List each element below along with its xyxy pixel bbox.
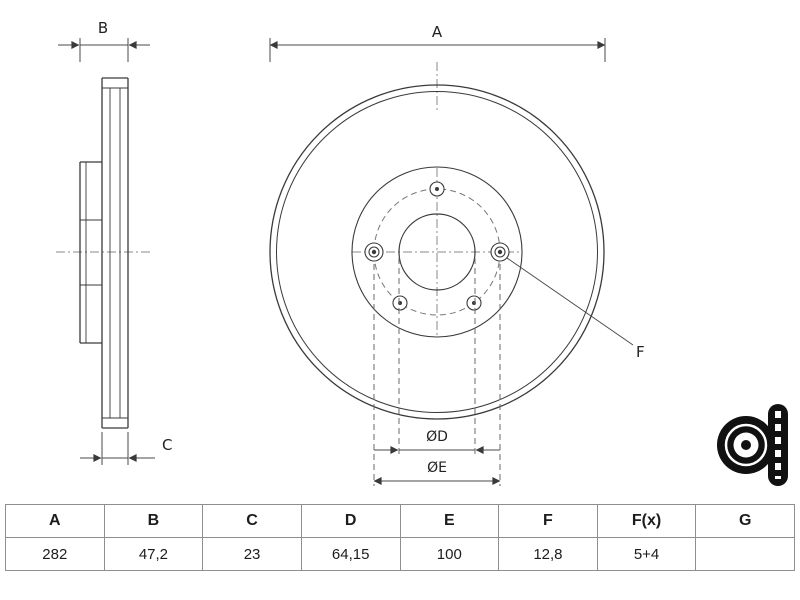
bolt-hole-bottom-right <box>466 295 482 311</box>
table-header-fx: F(x) <box>596 504 697 538</box>
table-value-c: 23 <box>202 537 302 571</box>
icon-center-bore <box>741 440 751 450</box>
table-header-c: C <box>202 504 302 538</box>
dimension-e: ØE <box>373 264 501 486</box>
bolt-hole-bottom-left <box>392 295 408 311</box>
leader-line-f <box>506 257 634 346</box>
centerlines <box>56 62 522 338</box>
table-header-f: F <box>498 504 598 538</box>
dim-label-c: C <box>162 436 172 454</box>
bolt-hole-right <box>490 242 510 262</box>
technical-drawing: A B C ØD <box>56 19 788 486</box>
dimension-b: B <box>58 19 150 62</box>
table-value-fx: 5+4 <box>596 537 697 571</box>
bolt-holes <box>364 181 510 311</box>
dim-label-a: A <box>432 23 443 41</box>
dimension-table: A B C D E F F(x) G 282 47,2 23 64,15 100… <box>5 504 795 571</box>
outer-diameter-circle <box>269 84 605 420</box>
icon-vented-edge <box>768 404 788 486</box>
table-value-b: 47,2 <box>103 537 204 571</box>
dimension-a: A <box>269 23 606 62</box>
table-value-a: 282 <box>5 537 105 571</box>
table-header-e: E <box>399 504 500 538</box>
table-header-row: A B C D E F F(x) G <box>5 504 795 538</box>
dimension-c: C <box>80 432 172 465</box>
dim-label-f: F <box>636 343 645 361</box>
center-bore-circle <box>398 213 476 291</box>
hub-area-circle <box>351 166 523 338</box>
table-value-g <box>695 537 795 571</box>
side-view-section <box>79 77 129 429</box>
outer-rim-circle <box>276 91 598 413</box>
bolt-hole-left <box>364 242 384 262</box>
bolt-hole-top <box>429 181 445 197</box>
dimension-d: ØD <box>374 258 500 455</box>
table-value-row: 282 47,2 23 64,15 100 12,8 5+4 <box>5 537 795 571</box>
table-header-b: B <box>103 504 204 538</box>
brake-disc-icon <box>717 404 788 486</box>
dim-label-b: B <box>98 19 108 37</box>
table-header-d: D <box>300 504 401 538</box>
dim-label-d: ØD <box>426 429 448 445</box>
dim-label-e: ØE <box>427 460 447 476</box>
table-value-d: 64,15 <box>300 537 401 571</box>
table-header-a: A <box>5 504 105 538</box>
leader-f: F <box>506 257 645 361</box>
table-value-f: 12,8 <box>498 537 598 571</box>
icon-friction-ring <box>724 423 768 467</box>
table-header-g: G <box>695 504 795 538</box>
table-value-e: 100 <box>399 537 500 571</box>
